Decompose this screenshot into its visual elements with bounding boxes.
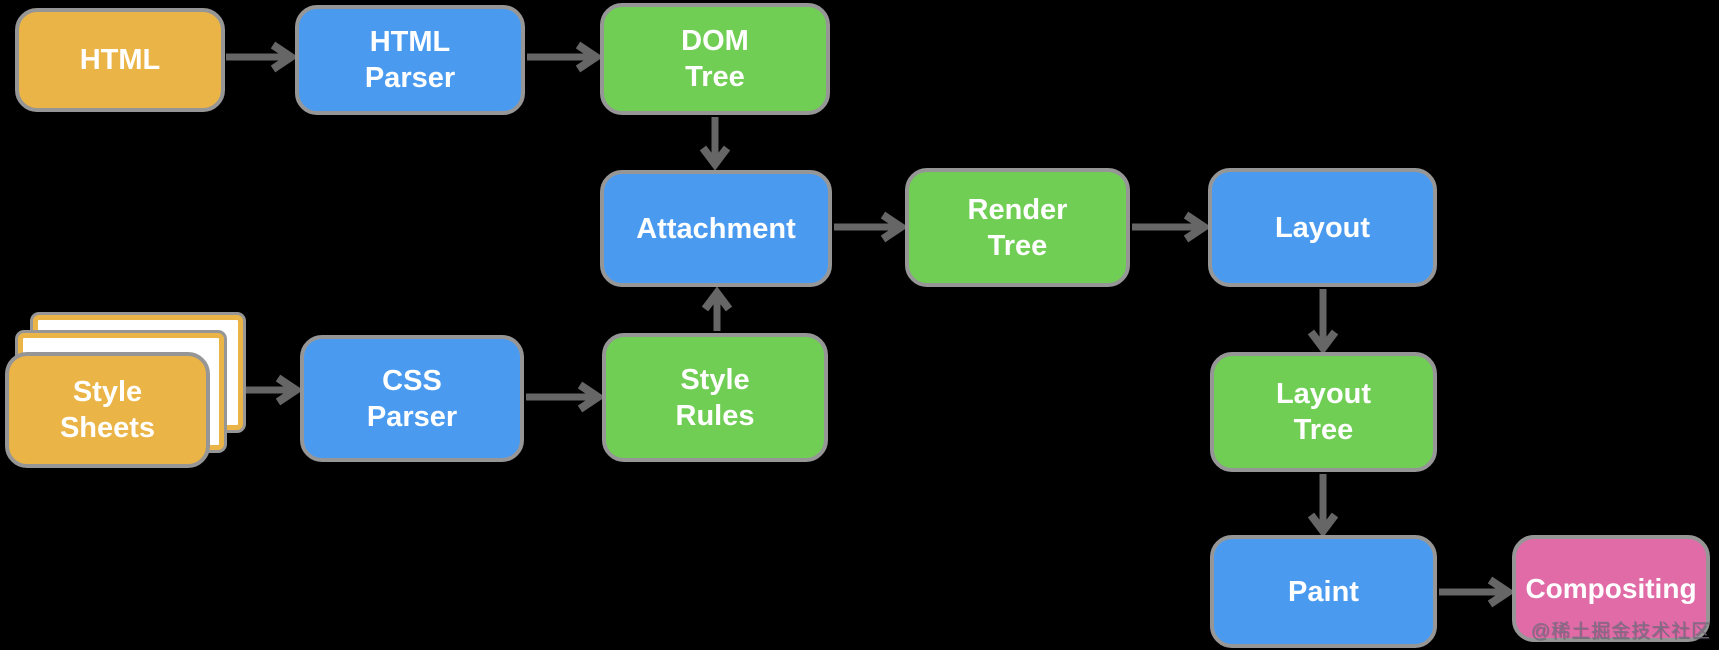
node-layout-tree: Layout Tree [1210, 352, 1437, 472]
arrow-attachment-to-render-tree [834, 211, 909, 243]
node-style-rules-label: Style Rules [675, 363, 755, 432]
arrow-layout-tree-to-paint [1307, 474, 1339, 538]
node-compositing: Compositing [1512, 535, 1710, 642]
node-html-parser-label: HTML Parser [364, 26, 456, 94]
node-css-parser: CSS Parser [300, 335, 524, 462]
arrow-html-parser-to-dom-tree [527, 41, 604, 73]
node-attachment-label: Attachment [636, 212, 796, 245]
node-render-tree: Render Tree [905, 168, 1130, 287]
node-layout-tree-label: Layout Tree [1275, 378, 1372, 446]
node-style-rules: Style Rules [602, 333, 828, 462]
node-html: HTML [15, 8, 225, 112]
node-style-sheets-label: Style Sheets [59, 376, 156, 444]
node-compositing-label: Compositing [1525, 572, 1697, 604]
arrow-layout-to-layout-tree [1307, 289, 1339, 355]
node-layout: Layout [1208, 168, 1437, 287]
node-paint-label: Paint [1288, 575, 1359, 608]
watermark: @稀土掘金技术社区 [1530, 621, 1711, 642]
node-html-label: HTML [79, 44, 161, 76]
node-html-parser: HTML Parser [295, 5, 525, 115]
node-paint: Paint [1210, 535, 1437, 648]
arrow-paint-to-compositing [1439, 576, 1516, 608]
arrow-html-to-html-parser [226, 41, 299, 73]
node-dom-tree: DOM Tree [600, 3, 830, 115]
node-style-sheets-front: Style Sheets [5, 352, 210, 468]
node-attachment: Attachment [600, 170, 832, 287]
arrow-dom-tree-to-attachment [699, 117, 731, 171]
arrow-style-rules-to-attachment [701, 286, 733, 331]
node-render-tree-label: Render Tree [967, 193, 1068, 262]
node-layout-label: Layout [1274, 211, 1371, 244]
node-dom-tree-label: DOM Tree [681, 25, 749, 93]
arrow-css-parser-to-style-rules [526, 381, 606, 413]
node-css-parser-label: CSS Parser [366, 364, 458, 433]
arrow-style-sheets-to-css-parser [246, 374, 304, 406]
arrow-render-tree-to-layout [1132, 211, 1212, 243]
node-style-sheets: Style Sheets [5, 315, 245, 470]
